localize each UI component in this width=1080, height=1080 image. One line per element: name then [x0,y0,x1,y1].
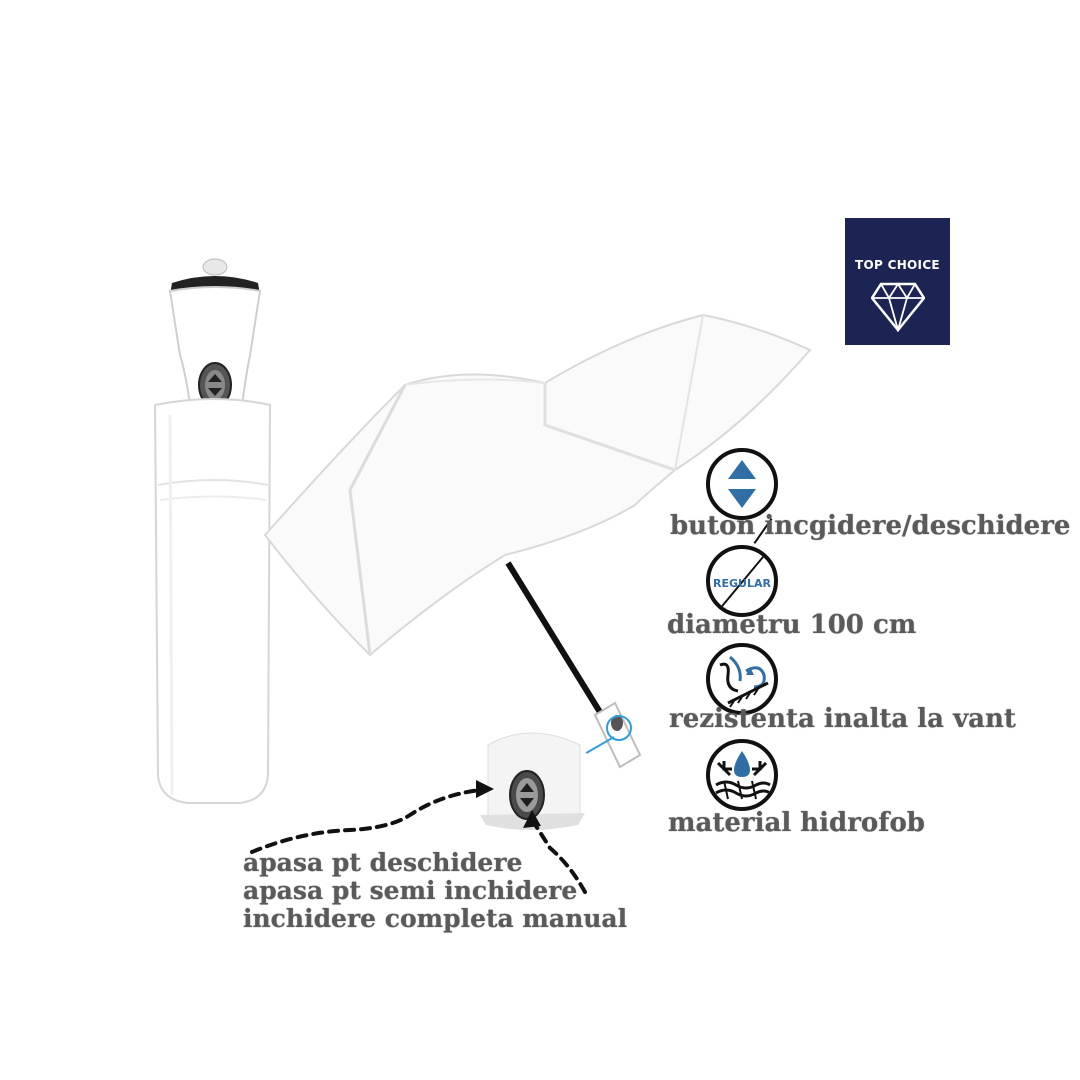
note-open: apasa pt deschidere [243,848,523,877]
feature-label-hydrophobic: material hidrofob [668,808,925,838]
badge-label: TOP CHOICE [855,258,940,272]
diamond-icon [871,282,925,332]
closed-umbrella-image [150,255,280,815]
note-half-close: apasa pt semi inchidere [243,876,578,905]
feature-label-wind: rezistenta inalta la vant [669,704,1016,734]
open-close-arrows-icon [706,448,778,520]
wind-resistance-icon [706,643,778,715]
handle-magnify-circle [606,715,632,741]
note-manual-close: inchidere completa manual [243,904,628,933]
button-detail-image [480,725,585,835]
feature-label-diameter: diametru 100 cm [667,610,917,640]
dashed-arrows [240,770,600,900]
regular-icon-text: REGULAR [713,577,771,590]
top-choice-badge: TOP CHOICE [845,218,950,345]
regular-size-icon: REGULAR [706,545,778,617]
water-drop-fabric-icon [706,739,778,811]
feature-label-open-close: buton incgidere/deschidere [670,511,1071,541]
